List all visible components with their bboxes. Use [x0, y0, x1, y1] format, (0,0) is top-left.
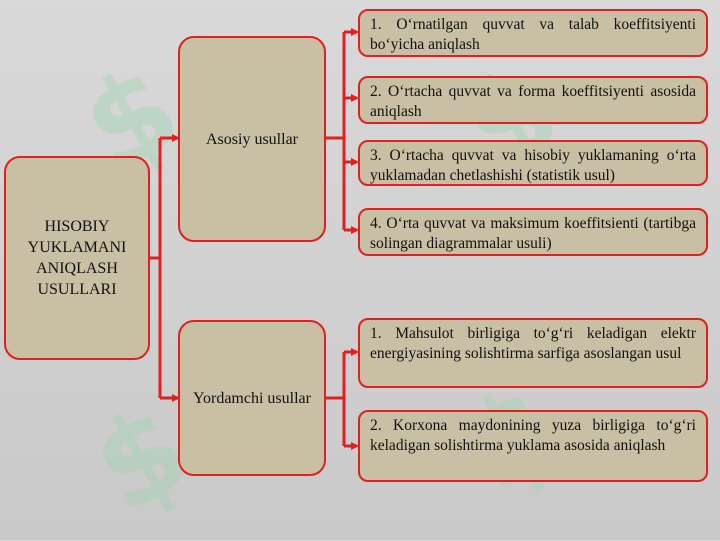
root-node: HISOBIY YUKLAMANI ANIQLASH USULLARI [4, 156, 150, 360]
method-item: 2. O‘rtacha quvvat va forma koeffitsiyen… [358, 76, 708, 124]
method-item: 2. Korxona maydonining yuza birligiga to… [358, 410, 708, 482]
method-item: 4. O‘rta quvvat va maksimum koeffitsient… [358, 208, 708, 256]
category-label: Asosiy usullar [206, 130, 298, 148]
category-label: Yordamchi usullar [193, 389, 311, 407]
category-asosiy: Asosiy usullar [178, 36, 326, 242]
method-item: 1. Mahsulot birligiga to‘g‘ri keladigan … [358, 318, 708, 388]
root-label: HISOBIY YUKLAMANI ANIQLASH USULLARI [27, 218, 127, 298]
category-yordamchi: Yordamchi usullar [178, 320, 326, 476]
method-item: 1. O‘rnatilgan quvvat va talab koeffitsi… [358, 9, 708, 57]
method-item: 3. O‘rtacha quvvat va hisobiy yuklamanin… [358, 140, 708, 186]
